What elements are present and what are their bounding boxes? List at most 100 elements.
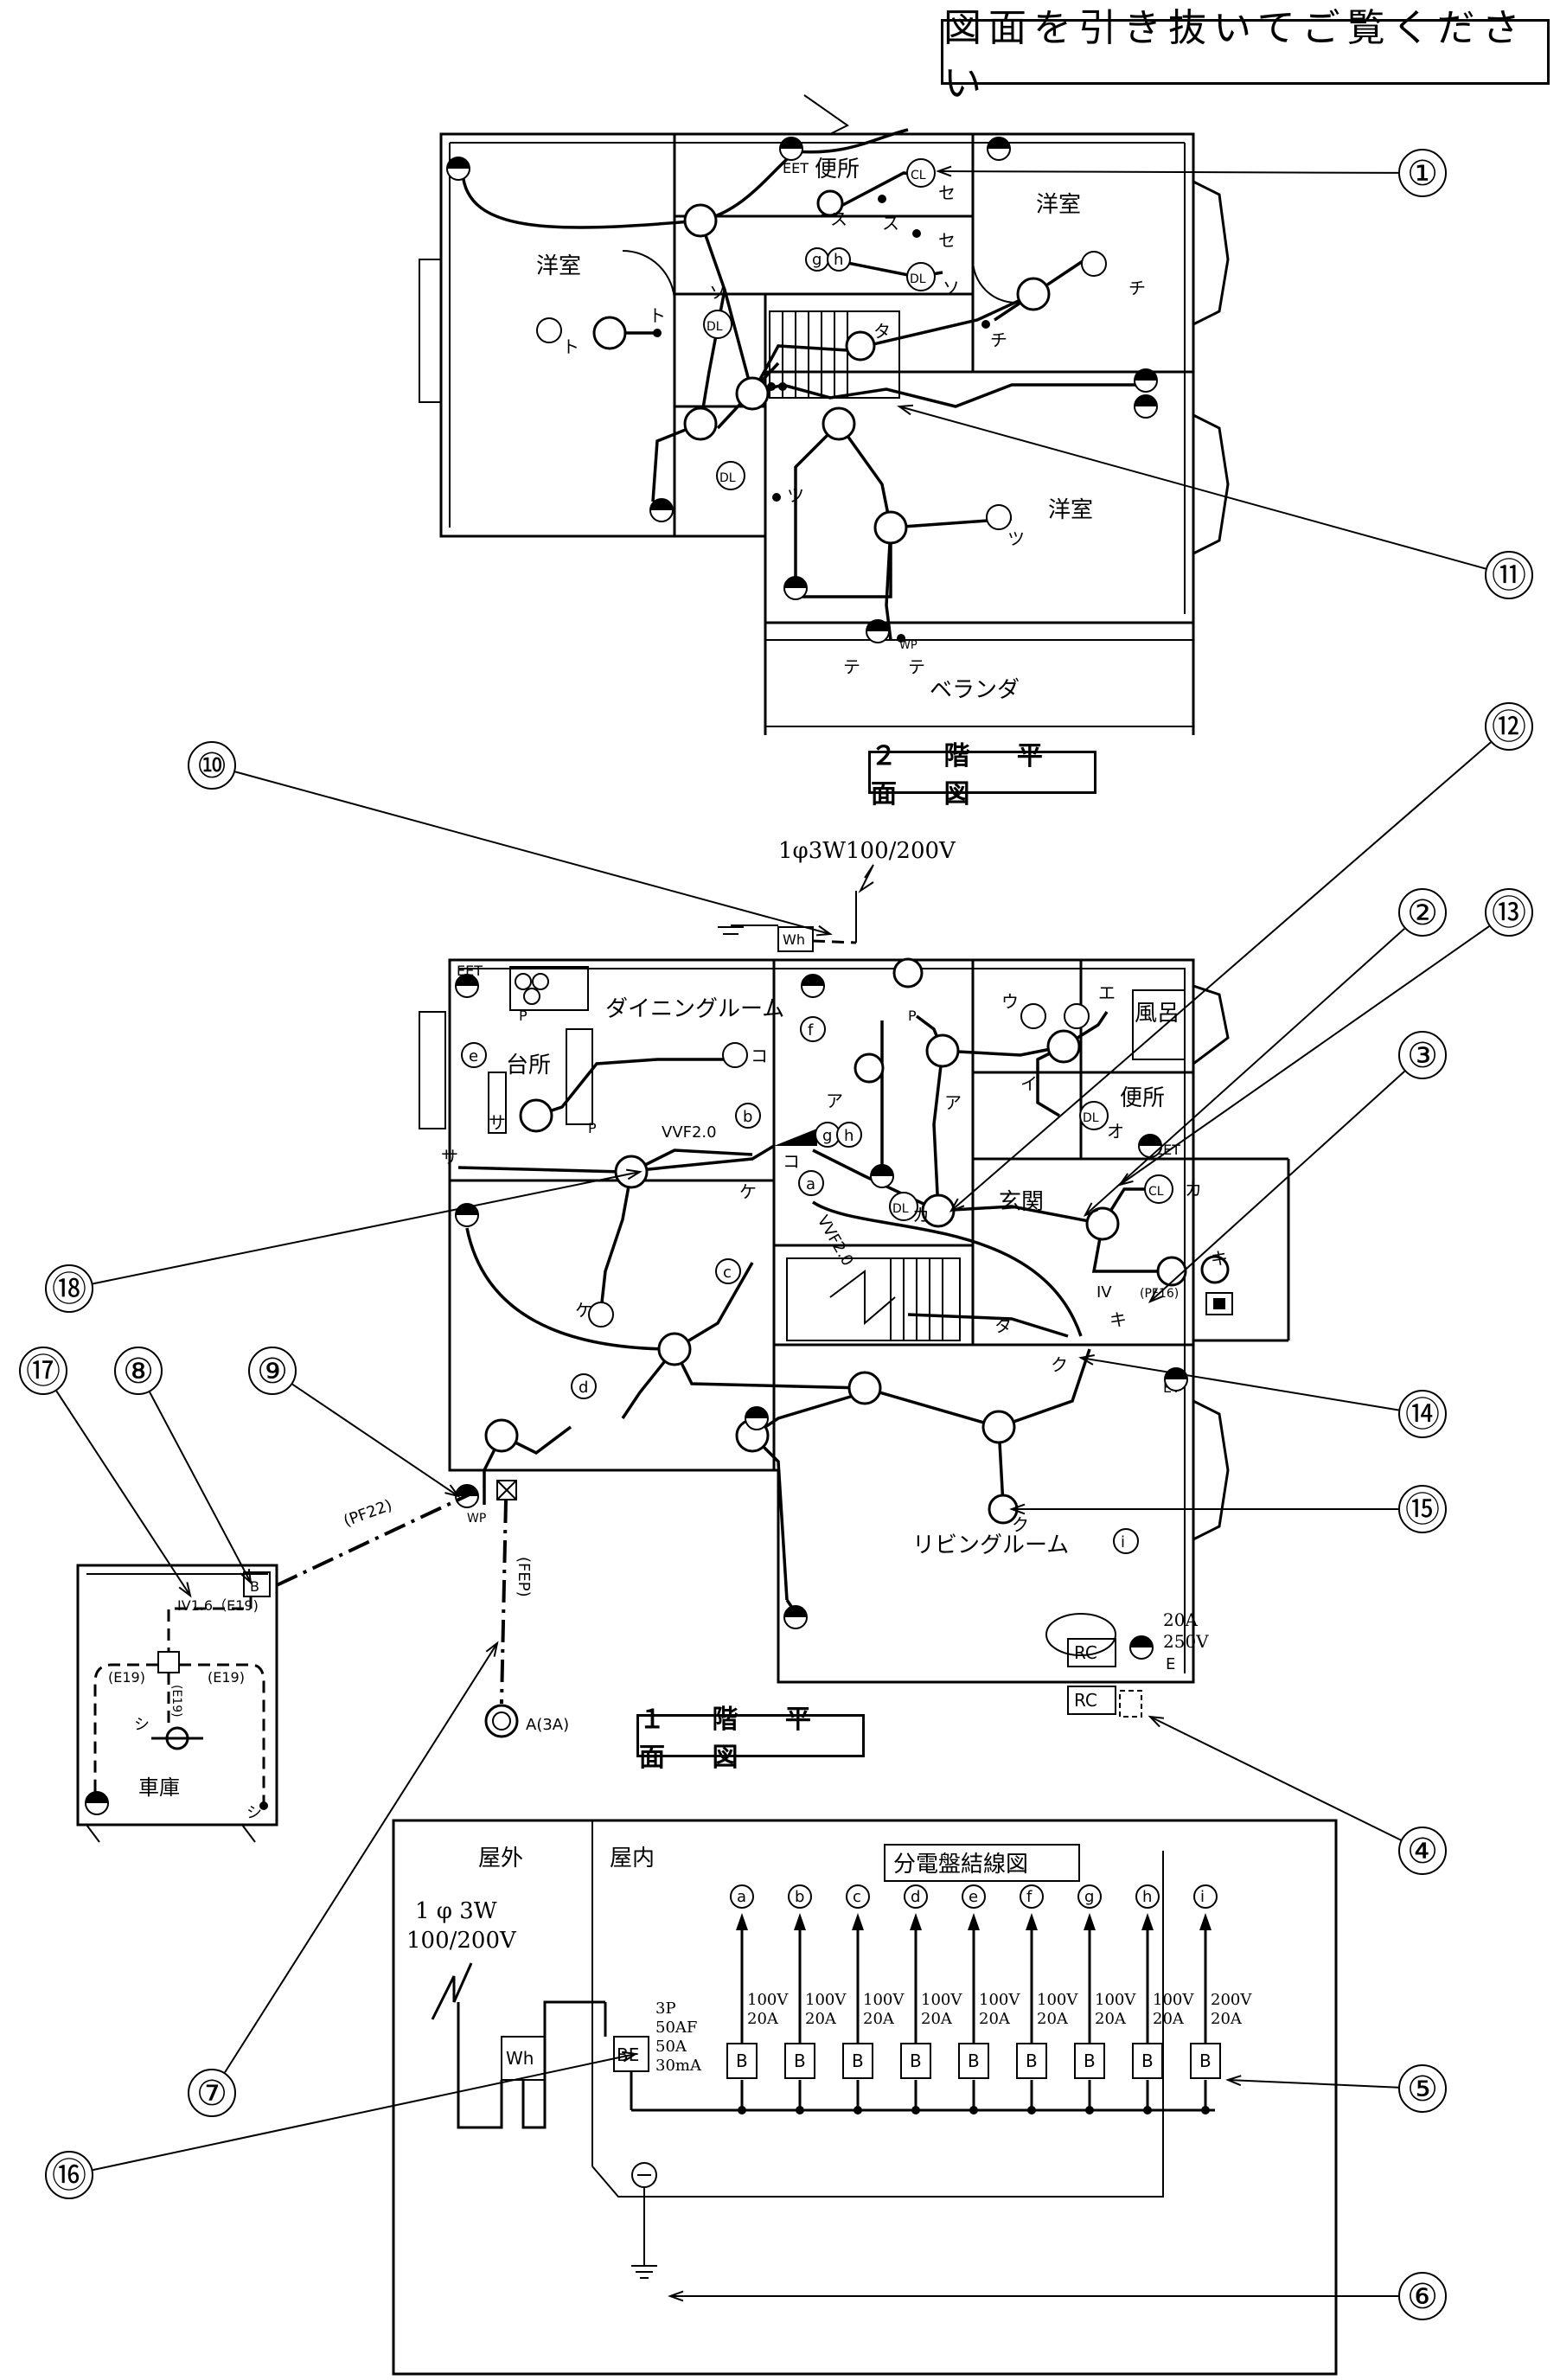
branch-voltage: 100V xyxy=(805,1991,847,2009)
meter-wh-1f: Wh xyxy=(783,931,805,948)
1f-branch-marks: a b c d e f g h i xyxy=(461,1016,1139,1554)
floor1-title: １ 階 平 面 図 xyxy=(636,1705,865,1773)
2f-switch-te: テ xyxy=(843,656,860,677)
1f-rc-2: RC xyxy=(1074,1690,1097,1711)
2f-ceiling-lights xyxy=(592,203,1051,545)
garage-box-b: B xyxy=(250,1578,259,1595)
svg-text:g: g xyxy=(822,1127,832,1145)
2f-switch-se: セ xyxy=(938,182,956,203)
callout-number: ⑥ xyxy=(1407,2277,1438,2317)
svg-text:h: h xyxy=(844,1127,854,1145)
callout-number: ⑦ xyxy=(196,2074,227,2114)
callout: ④ xyxy=(1148,1715,1447,1875)
cable-vvf-2: VVF2.0 xyxy=(814,1212,857,1270)
panel-title: 分電盤結線図 xyxy=(893,1852,1028,1878)
panel-outdoor: 屋外 xyxy=(478,1846,523,1871)
branch-voltage: 100V xyxy=(863,1991,905,2009)
svg-text:キ: キ xyxy=(1211,1248,1228,1269)
1f-p-symbol-2: P xyxy=(519,1008,527,1024)
branch-mark: c xyxy=(853,1888,861,1906)
svg-text:カ: カ xyxy=(912,1205,930,1225)
branch-amperage: 20A xyxy=(1037,2010,1069,2028)
callout-number: ① xyxy=(1407,154,1438,194)
callout-number: ⑬ xyxy=(1492,893,1526,933)
garage-cable-e19-c: (E19) xyxy=(169,1685,183,1718)
room-2f-western-south: 洋室 xyxy=(1048,497,1093,523)
garage-plan: B 車庫 IV1.6（E19) (E19) (E19) (E19) シ シ xyxy=(76,1564,278,1843)
room-2f-western-west: 洋室 xyxy=(536,253,581,279)
2f-dl-symbol-3: DL xyxy=(719,471,736,485)
branch-amperage: 20A xyxy=(805,2010,837,2028)
1f-rc-1: RC xyxy=(1074,1642,1097,1663)
branch-voltage: 100V xyxy=(1037,1991,1078,2009)
branch-voltage: 100V xyxy=(979,1991,1020,2009)
room-garage: 車庫 xyxy=(138,1775,180,1800)
branch-mark: d xyxy=(911,1888,920,1906)
svg-text:ア: ア xyxy=(944,1092,962,1113)
branch-breaker-label: B xyxy=(1026,2051,1038,2071)
garage-light-shi: シ xyxy=(246,1804,262,1822)
branch-mark: g xyxy=(1084,1888,1094,1906)
callout: ⑩ xyxy=(188,741,833,937)
callout-number: ② xyxy=(1407,893,1438,933)
panel-main-spec-3: 50A xyxy=(655,2038,687,2056)
1f-wp-symbol: WP xyxy=(467,1512,486,1526)
svg-text:コ: コ xyxy=(783,1151,800,1172)
instruction-banner: 図面を引き抜いてご覧ください xyxy=(941,6,1550,106)
callout-number: ⑫ xyxy=(1492,707,1526,747)
2f-switch-so: ソ xyxy=(943,278,960,298)
2f-dl-symbol-2: DL xyxy=(706,320,723,334)
svg-text:a: a xyxy=(806,1175,815,1193)
floor2-plan: 洋室 便所 洋室 洋室 ベランダ xyxy=(419,94,1230,735)
cable-iv: IV xyxy=(1096,1283,1112,1302)
panel-supply-2: 100/200V xyxy=(406,1928,517,1954)
2f-light-su: ス xyxy=(882,213,899,234)
room-1f-kitchen: 台所 xyxy=(506,1052,551,1078)
2f-light-to: ト xyxy=(562,336,579,357)
2f-dl-symbol-1: DL xyxy=(910,272,926,286)
receptacle-250v: 250V xyxy=(1163,1631,1209,1652)
branch-breaker-label: B xyxy=(852,2051,864,2071)
branch-voltage: 200V xyxy=(1211,1991,1252,2009)
callout-number: ⑰ xyxy=(26,1352,61,1392)
svg-text:コ: コ xyxy=(751,1046,768,1066)
svg-text:d: d xyxy=(579,1379,588,1397)
svg-text:ウ: ウ xyxy=(1001,991,1019,1012)
receptacle-e: E xyxy=(1166,1655,1175,1673)
panel-branches: Ba100V20ABb100V20ABc100V20ABd100V20ABe10… xyxy=(726,1884,1252,2114)
2f-branch-h: h xyxy=(834,251,843,269)
callout: ⑭ xyxy=(1078,1354,1447,1438)
svg-text:サ: サ xyxy=(441,1147,458,1168)
garage-cable-e19-b: (E19) xyxy=(208,1669,245,1686)
1f-dl-symbol-1: DL xyxy=(892,1202,909,1216)
panel-main-spec-1: 3P xyxy=(655,1999,676,2018)
garage-cable-iv: IV1.6（E19) xyxy=(177,1597,259,1614)
2f-light-chi: チ xyxy=(990,329,1007,350)
branch-breaker-label: B xyxy=(1199,2051,1212,2071)
2f-switch-su: ス xyxy=(830,208,847,229)
svg-text:カ: カ xyxy=(1185,1179,1202,1200)
garage-cable-e19-a: (E19) xyxy=(108,1669,145,1686)
svg-text:f: f xyxy=(808,1021,814,1040)
2f-light-se: セ xyxy=(938,230,956,251)
callout-number: ③ xyxy=(1407,1036,1438,1076)
callout: ⑯ xyxy=(45,2051,638,2199)
cable-fep: (FEP) xyxy=(515,1557,533,1597)
branch-breaker-label: B xyxy=(1141,2051,1154,2071)
callout-number: ⑭ xyxy=(1405,1395,1440,1435)
callout: ⑦ xyxy=(188,1641,499,2117)
branch-breaker-label: B xyxy=(1084,2051,1096,2071)
floor2-title: ２ 階 平 面 図 xyxy=(868,741,1096,809)
panel-meter: Wh xyxy=(506,2048,534,2069)
2f-wp-symbol: WP xyxy=(899,639,917,652)
branch-voltage: 100V xyxy=(1153,1991,1194,2009)
branch-mark: b xyxy=(795,1888,804,1906)
1f-p-symbol-1: P xyxy=(908,1008,917,1024)
